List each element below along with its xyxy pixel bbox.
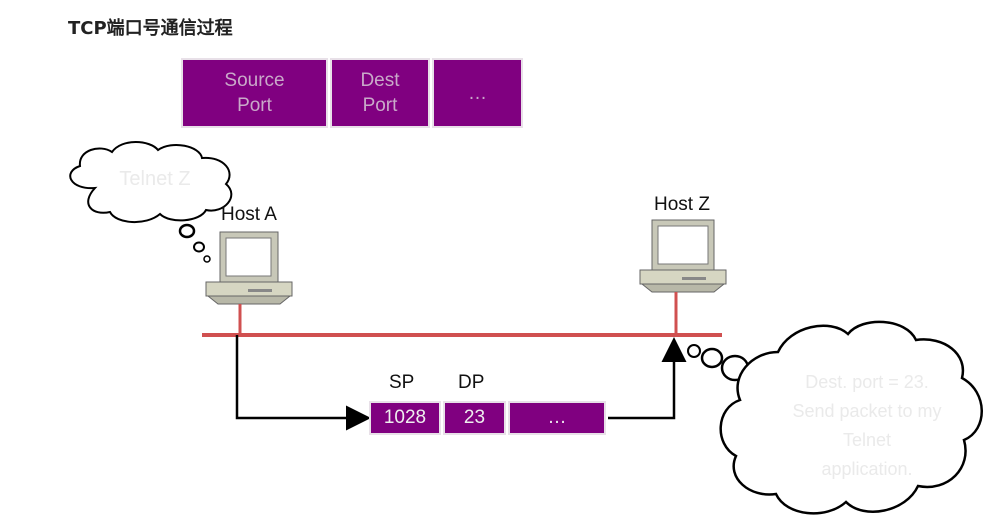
thought-cloud-host-z bbox=[687, 320, 983, 515]
dp-label: DP bbox=[458, 372, 485, 393]
host-a-label: Host A bbox=[221, 204, 277, 225]
cloud-a-text: Telnet Z bbox=[119, 168, 191, 190]
cloud-z-line: application. bbox=[821, 459, 913, 479]
host-z-label: Host Z bbox=[654, 194, 710, 215]
cloud-z-line: Telnet bbox=[842, 430, 892, 450]
page-title: TCP端口号通信过程 bbox=[68, 18, 233, 39]
cloud-z-line: Send packet to my bbox=[792, 401, 942, 421]
packet-more: … bbox=[508, 401, 606, 435]
thought-cloud-host-a bbox=[69, 141, 233, 263]
packet-dest-port: 23 bbox=[443, 401, 506, 435]
sp-label: SP bbox=[389, 372, 415, 393]
computer-icon-host-z bbox=[639, 219, 727, 335]
cloud-z-text: Dest. port = 23. Send packet to my Telne… bbox=[762, 368, 972, 484]
computer-icon-host-a bbox=[205, 231, 293, 335]
source-port-field: Source Port bbox=[181, 58, 328, 128]
dest-port-field: Dest Port bbox=[330, 58, 430, 128]
arrow-to-host-z bbox=[608, 337, 687, 420]
arrow-to-packet bbox=[235, 335, 371, 431]
more-fields: … bbox=[432, 58, 523, 128]
packet-source-port: 1028 bbox=[369, 401, 441, 435]
cloud-z-line: Dest. port = 23. bbox=[805, 372, 929, 392]
